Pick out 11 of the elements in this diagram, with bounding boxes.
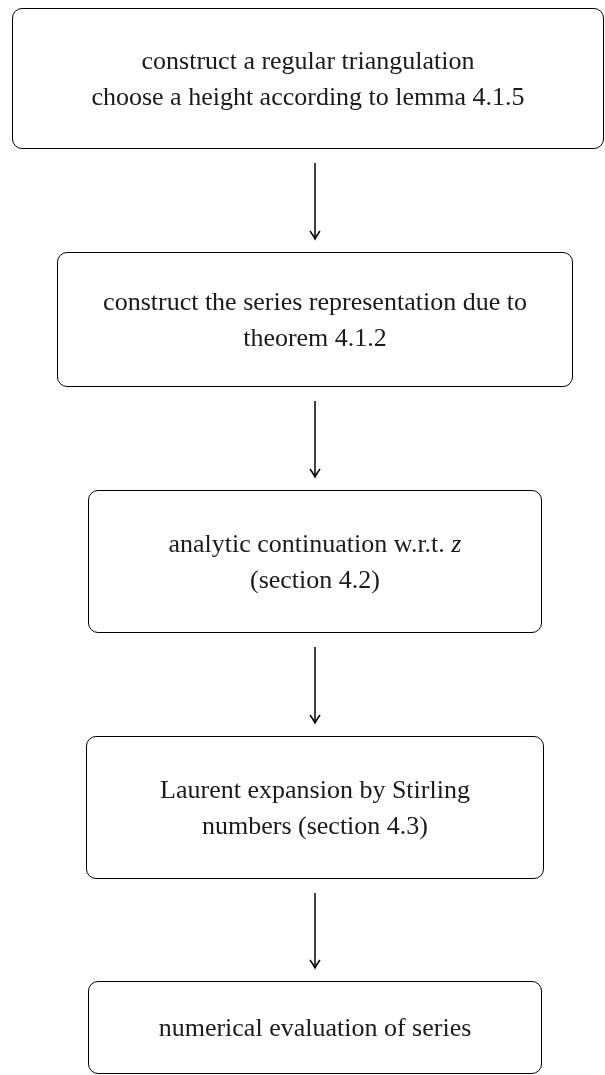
process-box: [57, 252, 573, 387]
step-text: Laurent expansion by Stirling numbers (section 4.3): [159, 773, 471, 842]
step-text: numerical evaluation of series: [158, 1011, 472, 1044]
process-box: [88, 981, 542, 1074]
step-text: choose a height according to lemma 4.1.5: [91, 80, 525, 113]
step-text: construct a regular triangulation: [141, 44, 475, 77]
step-text: construct the series representation due to theorem 4.1.2: [102, 285, 528, 354]
process-box: [86, 736, 544, 879]
process-box: [12, 8, 604, 149]
process-box: [88, 490, 542, 633]
step-text: analytic continuation w.r.t. z (section 4.2): [167, 527, 463, 596]
